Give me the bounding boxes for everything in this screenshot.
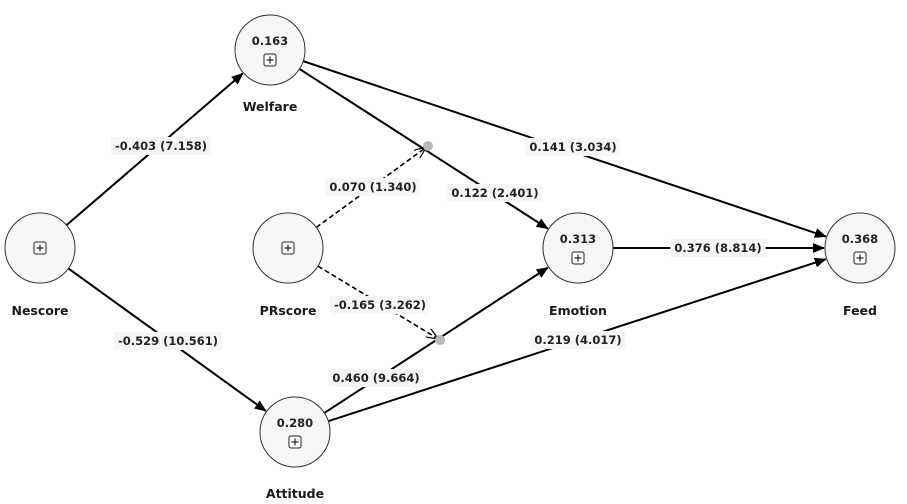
- label-background: [329, 296, 431, 314]
- path-coefficient-text: 0.376 (8.814): [674, 241, 761, 255]
- path-coefficient-label[interactable]: -0.403 (7.158): [110, 137, 212, 155]
- label-background: [325, 178, 421, 196]
- moderation-point: [435, 335, 445, 345]
- path-coefficient-label[interactable]: 0.376 (8.814): [670, 239, 766, 257]
- path-coefficient-text: -0.529 (10.561): [118, 334, 218, 348]
- path-coefficient-label[interactable]: 0.122 (2.401): [447, 184, 543, 202]
- path-coefficient-text: 0.460 (9.664): [332, 371, 419, 385]
- construct-nescore[interactable]: Nescore: [4, 212, 76, 318]
- plus-square-icon[interactable]: [571, 251, 585, 265]
- path-coefficient-text: 0.122 (2.401): [451, 186, 538, 200]
- plus-square-icon[interactable]: [263, 53, 277, 67]
- plus-square-icon[interactable]: [853, 251, 867, 265]
- plus-square-icon[interactable]: [33, 241, 47, 255]
- construct-prscore[interactable]: PRscore: [252, 212, 324, 318]
- plus-square-icon[interactable]: [288, 435, 302, 449]
- label-background: [670, 239, 766, 257]
- label-background: [447, 184, 543, 202]
- label-background: [110, 137, 212, 155]
- r-squared-value: 0.313: [560, 232, 596, 246]
- path-coefficient-label[interactable]: -0.529 (10.561): [113, 332, 223, 350]
- r-squared-value: 0.280: [277, 416, 313, 430]
- construct-circle[interactable]: [542, 212, 614, 284]
- construct-circle[interactable]: [824, 212, 896, 284]
- r-squared-value: 0.368: [842, 232, 878, 246]
- label-background: [113, 332, 223, 350]
- construct-circle[interactable]: [234, 14, 306, 86]
- plus-square-icon[interactable]: [281, 241, 295, 255]
- path-coefficient-text: 0.141 (3.034): [529, 140, 616, 154]
- path-coefficient-label[interactable]: 0.460 (9.664): [328, 369, 424, 387]
- path-coefficient-text: 0.219 (4.017): [534, 333, 621, 347]
- construct-label: Feed: [843, 303, 877, 318]
- label-background: [530, 331, 626, 349]
- label-background: [328, 369, 424, 387]
- r-squared-value: 0.163: [252, 34, 288, 48]
- moderation-points: [423, 141, 445, 345]
- nodes-layer: Nescore0.163WelfarePRscore0.280Attitude0…: [4, 14, 896, 501]
- construct-label: Attitude: [266, 486, 324, 501]
- moderation-point: [423, 141, 433, 151]
- edge-labels: -0.403 (7.158) -0.529 (10.561) 0.122 (2.40…: [110, 137, 766, 387]
- construct-label: Nescore: [11, 303, 68, 318]
- construct-label: Welfare: [243, 99, 298, 114]
- path-coefficient-label[interactable]: 0.070 (1.340): [325, 178, 421, 196]
- path-coefficient-text: 0.070 (1.340): [329, 180, 416, 194]
- path-coefficient-label[interactable]: 0.219 (4.017): [530, 331, 626, 349]
- construct-label: PRscore: [260, 303, 317, 318]
- path-coefficient-label[interactable]: -0.165 (3.262): [329, 296, 431, 314]
- path-coefficient-label[interactable]: 0.141 (3.034): [525, 138, 621, 156]
- construct-label: Emotion: [549, 303, 607, 318]
- path-coefficient-text: -0.165 (3.262): [334, 298, 426, 312]
- label-background: [525, 138, 621, 156]
- path-welfare-emotion[interactable]: [298, 68, 549, 230]
- construct-circle[interactable]: [259, 396, 331, 468]
- path-coefficient-text: -0.403 (7.158): [115, 139, 207, 153]
- path-prscore-attitude-emotion[interactable]: [317, 265, 437, 338]
